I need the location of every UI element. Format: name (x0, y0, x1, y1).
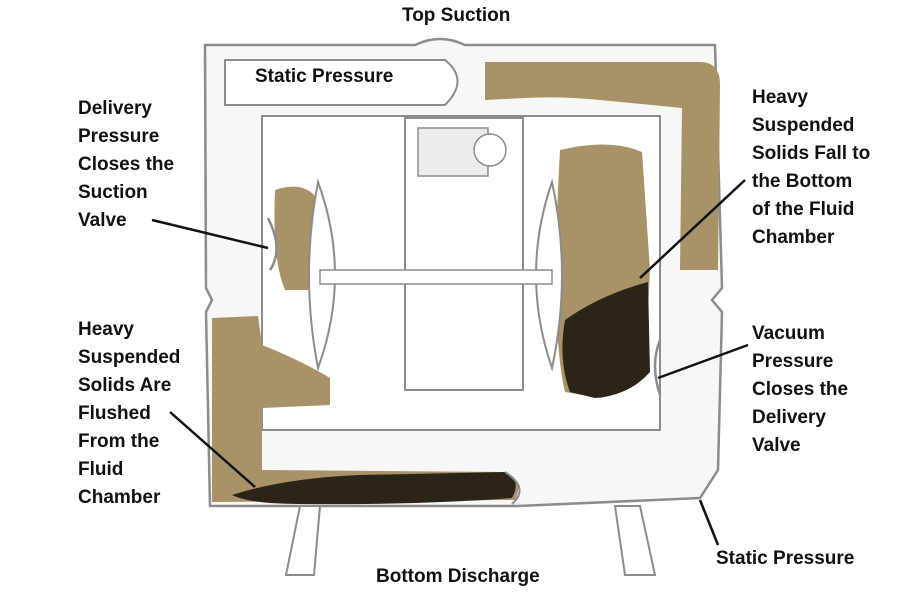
label-delivery-pressure: Delivery Pressure Closes the Suction Val… (78, 98, 175, 231)
label-bottom-discharge: Bottom Discharge (376, 566, 540, 587)
bottom-manifold-sediment (232, 472, 516, 505)
label-vacuum-pressure: Vacuum Pressure Closes the Delivery Valv… (752, 323, 849, 456)
leader-static-pressure-bottom (698, 499, 720, 546)
label-static-pressure-top: Static Pressure (255, 66, 394, 87)
diaphragm-shaft (319, 269, 553, 285)
label-heavy-solids-fall: Heavy Suspended Solids Fall to the Botto… (752, 87, 871, 248)
right-foot (613, 505, 657, 576)
leader-heavy-solids-flushed (169, 411, 256, 488)
top-manifold-fluid (485, 62, 720, 270)
left-foot (284, 505, 322, 576)
right-delivery-valve (653, 339, 662, 396)
bottom-manifold-fluid (212, 316, 519, 502)
label-top-suction: Top Suction (402, 5, 511, 26)
leader-heavy-solids-fall (639, 179, 746, 279)
left-chamber-fluid (274, 186, 318, 290)
air-valve-spool (473, 133, 507, 167)
left-suction-valve (266, 217, 278, 271)
leader-vacuum-pressure (657, 343, 749, 380)
bottom-return-elbow (504, 471, 521, 505)
label-static-pressure-bottom: Static Pressure (716, 548, 855, 569)
label-heavy-solids-flushed: Heavy Suspended Solids Are Flushed From … (78, 319, 181, 508)
leader-delivery-pressure (151, 218, 269, 250)
right-chamber-sediment (562, 282, 650, 398)
top-channel (224, 59, 459, 106)
